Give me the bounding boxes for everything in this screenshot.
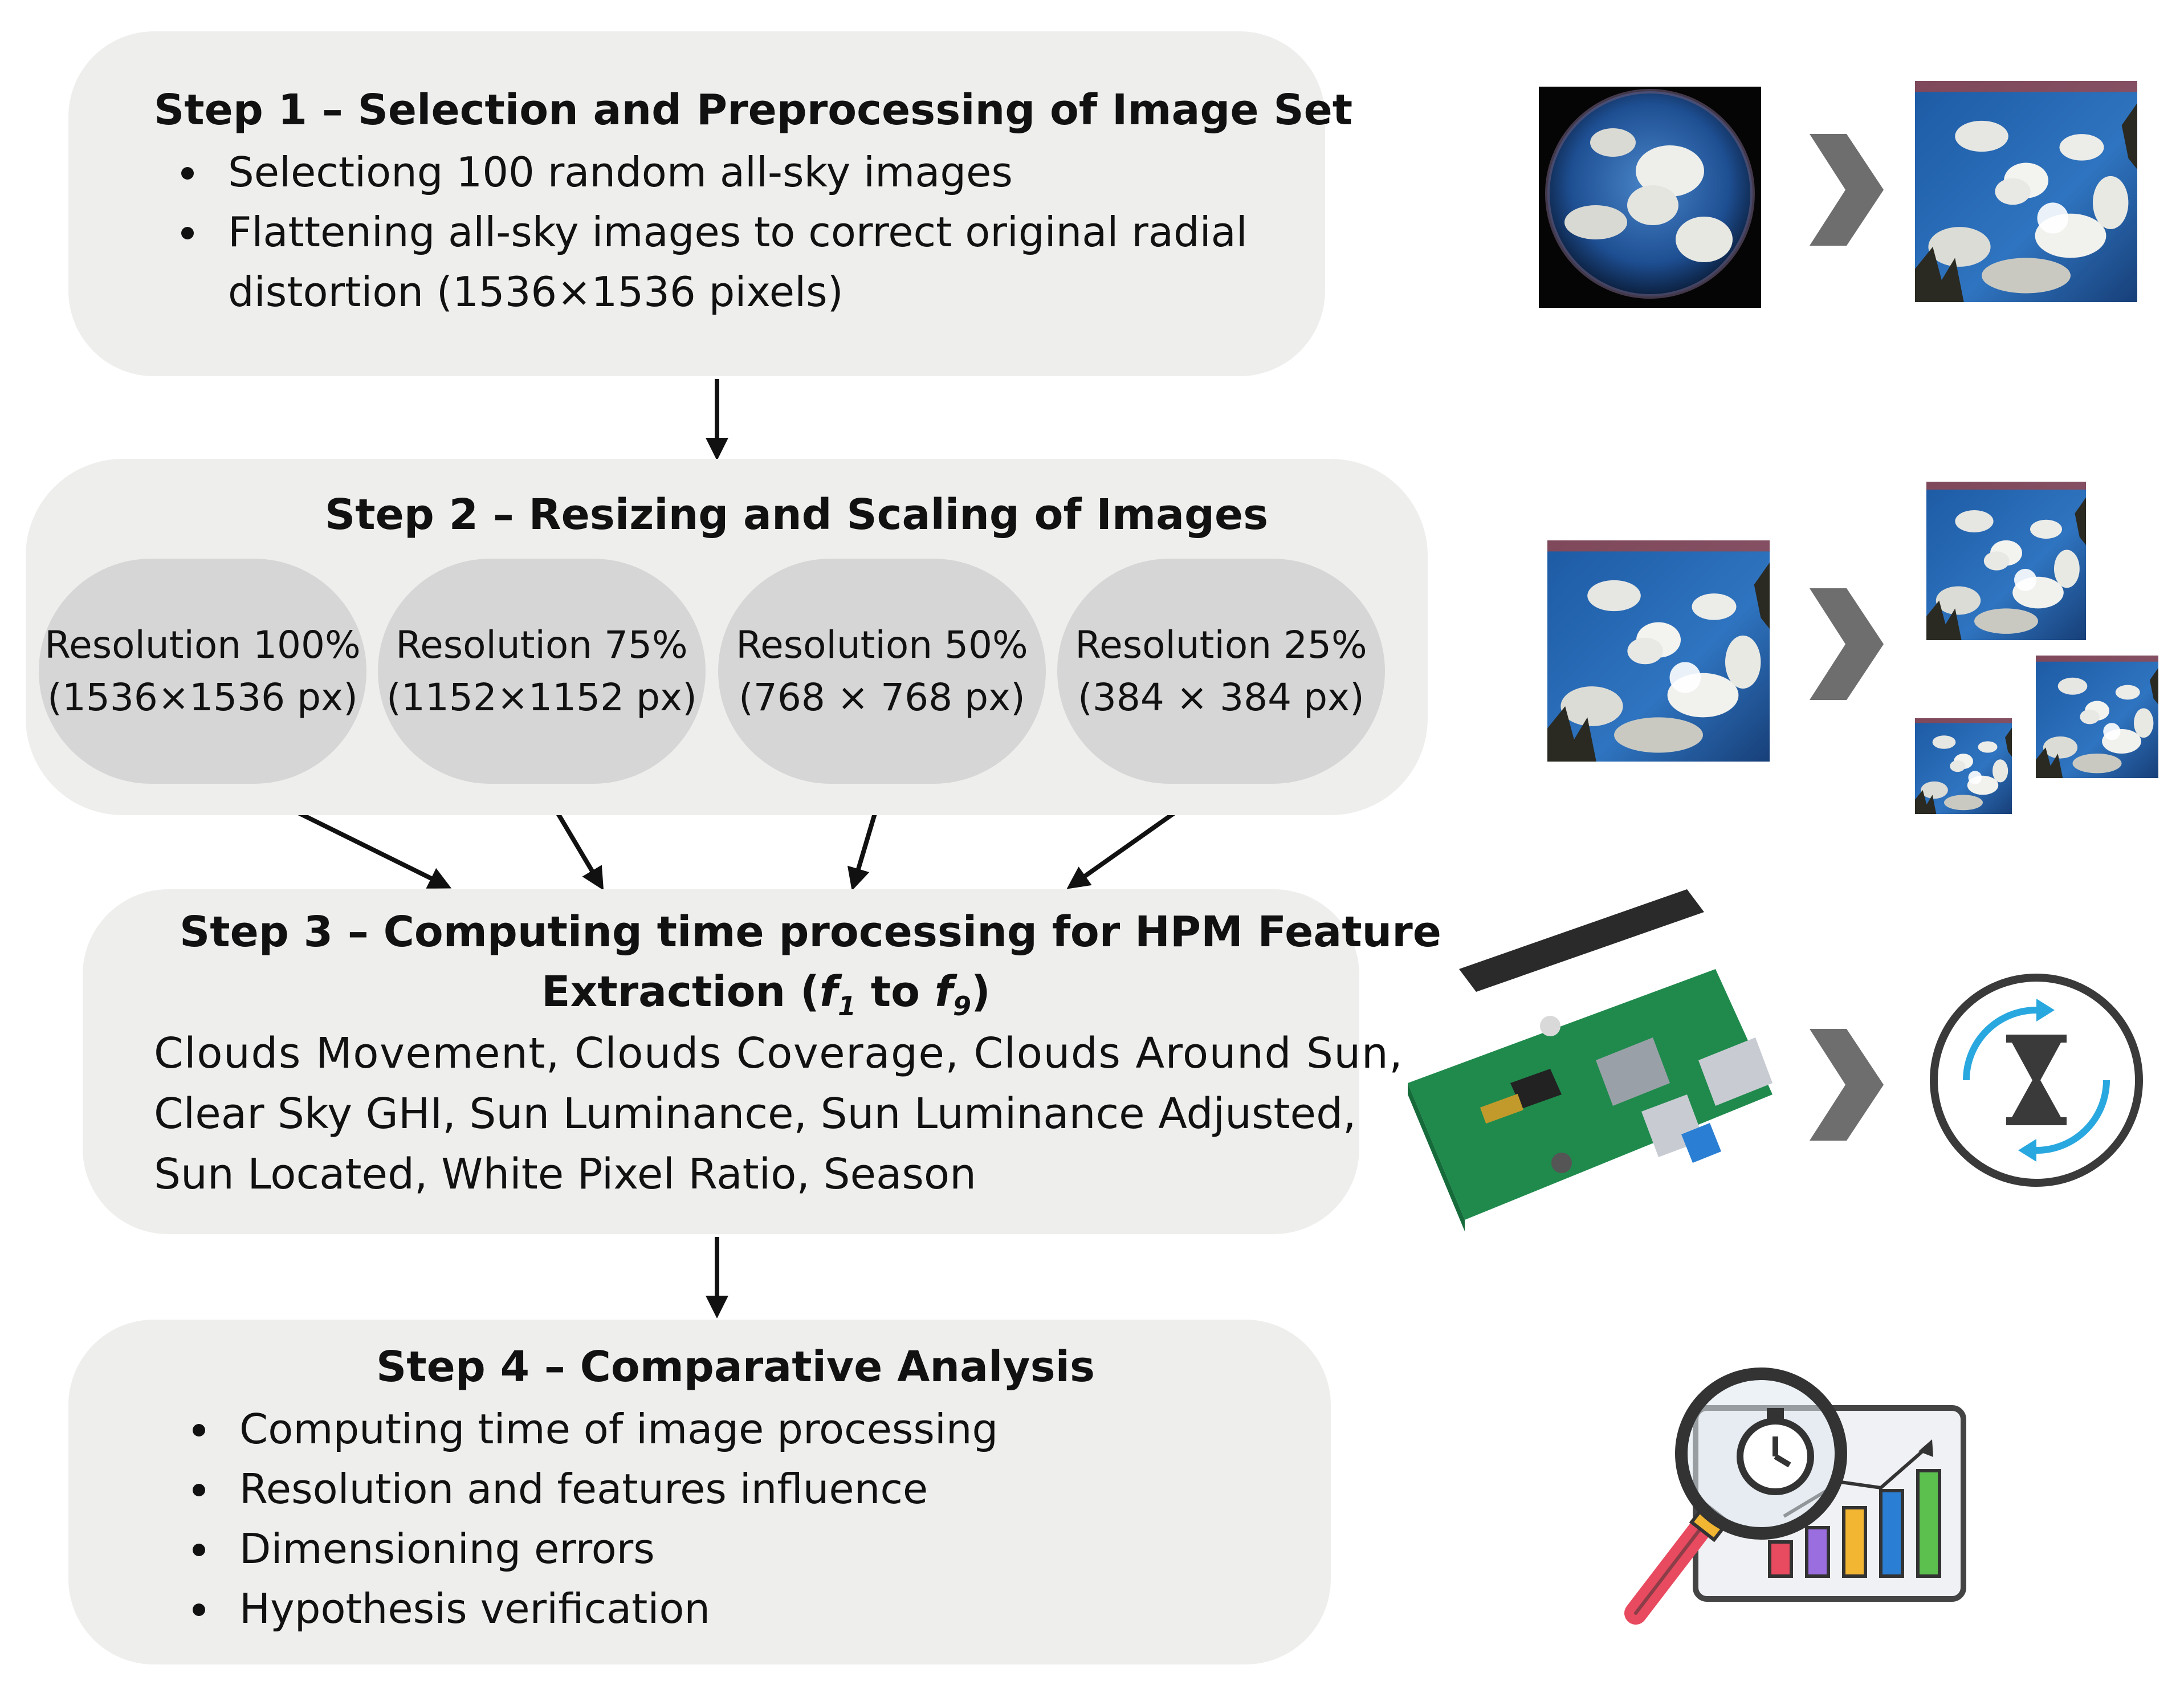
resolution-pill-100: Resolution 100% (1536×1536 px) — [39, 559, 366, 784]
step3-box — [83, 889, 1359, 1234]
resolution-label: Resolution 50% — [736, 622, 1028, 667]
resolution-label: Resolution 25% — [1075, 622, 1367, 667]
sky-image-50 — [2036, 656, 2158, 778]
feature-line: Sun Located, White Pixel Ratio, Season — [154, 1150, 977, 1199]
fisheye-sky-image — [1539, 87, 1761, 308]
step1-bullet-list: Selectiong 100 random all-sky images Fla… — [160, 143, 1248, 262]
step3-title-suffix: ) — [971, 967, 991, 1016]
resolution-pill-75: Resolution 75% (1152×1152 px) — [378, 559, 706, 784]
step2-title: Step 2 – Resizing and Scaling of Images — [325, 490, 1269, 539]
resolution-pill-50: Resolution 50% (768 × 768 px) — [718, 559, 1046, 784]
sky-image-75 — [1926, 482, 2086, 640]
step3-feature-list: Clouds Movement, Clouds Coverage, Clouds… — [154, 1023, 1403, 1204]
raspberry-pi-board — [1408, 889, 1773, 1231]
step4-box — [68, 1320, 1331, 1664]
feature-symbol-end: f — [934, 967, 953, 1016]
chevron-icon — [1810, 588, 1884, 700]
resolution-label: Resolution 100% — [44, 622, 361, 667]
feature-subscript-end: 9 — [952, 990, 971, 1021]
feature-line: Clear Sky GHI, Sun Luminance, Sun Lumina… — [154, 1089, 1356, 1138]
resolution-size: (768 × 768 px) — [739, 675, 1025, 719]
step1-bullet: Flattening all-sky images to correct ori… — [160, 202, 1248, 262]
step4-title: Step 4 – Comparative Analysis — [376, 1342, 1095, 1391]
resolution-label: Resolution 75% — [396, 622, 688, 667]
feature-line: Clouds Movement, Clouds Coverage, Clouds… — [154, 1029, 1404, 1078]
step3-title-prefix: Extraction ( — [541, 967, 820, 1016]
step4-bullet: Computing time of image processing — [171, 1399, 998, 1459]
step1-title: Step 1 – Selection and Preprocessing of … — [154, 86, 1353, 135]
step1-box — [68, 31, 1325, 376]
step1-bullet: Selectiong 100 random all-sky images — [160, 143, 1248, 202]
resolution-pill-25: Resolution 25% (384 × 384 px) — [1057, 559, 1385, 784]
sky-image-full — [1547, 540, 1770, 762]
step4-bullet: Resolution and features influence — [171, 1459, 998, 1519]
chevron-icon — [1810, 1029, 1884, 1141]
step3-title-to: to — [856, 967, 935, 1016]
resolution-size: (1536×1536 px) — [47, 675, 358, 719]
step4-bullet: Dimensioning errors — [171, 1519, 998, 1579]
step1-bullet-continuation: distortion (1536×1536 pixels) — [228, 268, 844, 316]
step3-title-line1: Step 3 – Computing time processing for H… — [180, 907, 1441, 957]
hourglass-refresh-icon — [1930, 974, 2143, 1187]
magnifier-chart-icon — [1624, 1368, 1966, 1625]
sky-image-25 — [1915, 718, 2012, 814]
step4-bullet: Hypothesis verification — [171, 1579, 998, 1639]
flattened-sky-image — [1915, 81, 2137, 302]
feature-symbol-start: f — [819, 967, 838, 1016]
resolution-size: (384 × 384 px) — [1078, 675, 1364, 719]
resolution-size: (1152×1152 px) — [386, 675, 697, 719]
step3-title-line2: Extraction (f1 to f9) — [541, 967, 991, 1021]
step4-bullet-list: Computing time of image processing Resol… — [171, 1399, 998, 1639]
chevron-icon — [1810, 134, 1884, 246]
feature-subscript-start: 1 — [838, 990, 857, 1021]
